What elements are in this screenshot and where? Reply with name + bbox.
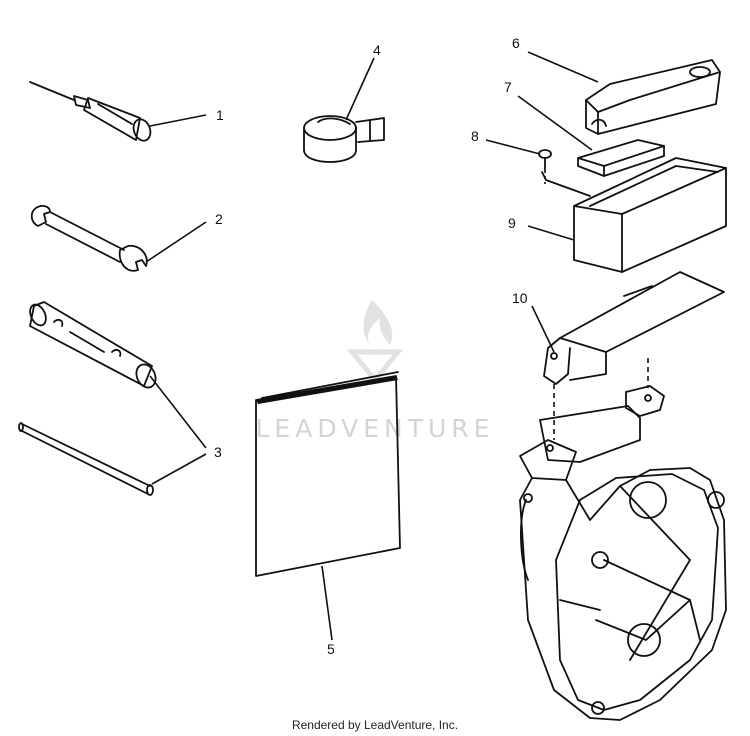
callout-1: 1 bbox=[216, 107, 224, 123]
strap bbox=[303, 115, 385, 163]
wrench bbox=[30, 205, 148, 272]
callouts: 1 2 3 4 5 6 7 8 9 10 bbox=[214, 35, 528, 657]
leader-8 bbox=[485, 139, 541, 155]
callout-2: 2 bbox=[215, 211, 223, 227]
callout-9: 9 bbox=[508, 215, 516, 231]
leader-6 bbox=[527, 51, 599, 83]
callout-3: 3 bbox=[214, 444, 222, 460]
callout-8: 8 bbox=[471, 128, 479, 144]
leader-4 bbox=[345, 57, 375, 121]
callout-7: 7 bbox=[504, 79, 512, 95]
footer-credit: Rendered by LeadVenture, Inc. bbox=[291, 718, 459, 732]
battery-bracket bbox=[543, 271, 725, 385]
leader-10 bbox=[531, 305, 555, 353]
callout-5: 5 bbox=[327, 641, 335, 657]
alignment-lines bbox=[544, 170, 649, 440]
leader-lines bbox=[145, 51, 599, 641]
battery-box bbox=[573, 157, 727, 273]
watermark-text: LEADVENTURE bbox=[256, 414, 495, 443]
leader-9 bbox=[527, 225, 575, 241]
callout-4: 4 bbox=[373, 42, 381, 58]
tommy-bar bbox=[18, 422, 154, 496]
battery-pad bbox=[577, 139, 665, 177]
callout-10: 10 bbox=[512, 290, 528, 306]
recoil-housing bbox=[519, 385, 727, 721]
leader-1 bbox=[149, 114, 207, 127]
leader-5 bbox=[321, 565, 333, 641]
callout-6: 6 bbox=[512, 35, 520, 51]
battery-box-lid bbox=[585, 59, 721, 135]
leader-3b bbox=[151, 453, 207, 485]
leader-2 bbox=[145, 221, 207, 263]
owners-manual bbox=[255, 371, 401, 577]
leadventure-watermark: LEADVENTURE bbox=[256, 300, 495, 443]
leader-7 bbox=[517, 95, 593, 151]
screwdriver bbox=[29, 81, 152, 142]
socket-wrench bbox=[29, 301, 157, 389]
leader-3a bbox=[149, 375, 207, 449]
